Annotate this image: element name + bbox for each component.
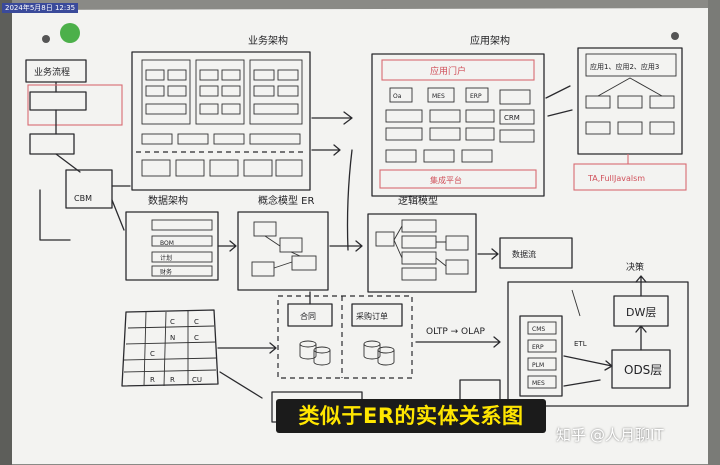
- watermark-handle: @人月聊IT: [590, 426, 664, 444]
- app-arch-title: 应用架构: [470, 34, 510, 47]
- concept-relations: [264, 235, 301, 269]
- app-cell-erp: ERP: [470, 93, 482, 100]
- arrow-biz-to-app-2: [311, 144, 341, 156]
- arrow-data-to-concept: [217, 240, 237, 252]
- warehouse-tick: [571, 289, 581, 317]
- magnet-pin: [671, 32, 679, 40]
- matrix-c1: C: [170, 318, 175, 326]
- zhihu-watermark: 知乎 @人月聊IT: [556, 424, 664, 445]
- oltp-olap-label: OLTP → OLAP: [426, 327, 486, 337]
- left-connector: [55, 153, 81, 173]
- top-right-links: [597, 77, 663, 97]
- crud-matrix: [121, 309, 219, 387]
- business-arch-title: 业务架构: [248, 34, 288, 47]
- app-portal-label: 应用门户: [430, 65, 466, 77]
- business-arch-box: [131, 51, 311, 191]
- data-flow-label: 数据流: [512, 249, 536, 259]
- matrix-c4: C: [150, 350, 155, 358]
- source-plm: PLM: [532, 362, 544, 369]
- source-cms: CMS: [532, 326, 545, 333]
- arrow-matrix-right: [217, 342, 277, 354]
- data-row-finance: 财务: [160, 268, 172, 276]
- decision-label: 决策: [626, 261, 644, 273]
- board-frame-right: [708, 0, 720, 465]
- arrow-dw-decision: [635, 275, 647, 297]
- left-branch: [39, 189, 71, 241]
- left-box-top-label: 业务流程: [34, 66, 70, 78]
- watermark-brand: 知乎: [556, 426, 587, 444]
- logic-model-box: [367, 213, 477, 293]
- app-cells: [385, 87, 535, 163]
- pink-note: TA,FullJavalsm: [587, 174, 645, 183]
- arrow-app-right: [545, 85, 571, 99]
- ods-label: ODS层: [624, 363, 662, 377]
- pink-note-box: [573, 163, 687, 191]
- arrow-biz-to-app: [311, 111, 353, 125]
- matrix-r2: R: [170, 376, 175, 384]
- integration-label: 集成平台: [430, 175, 462, 185]
- arrow-matrix-down: [219, 371, 263, 399]
- dw-label: DW层: [626, 306, 656, 319]
- data-arch-rows: [151, 219, 213, 277]
- arrow-down-long: [346, 149, 353, 251]
- biz-col-2: [195, 59, 245, 125]
- top-right-label: 应用1、应用2、应用3: [590, 62, 659, 71]
- arrow-oltp-olap: [415, 336, 501, 348]
- data-row-plan: 计划: [160, 254, 172, 262]
- left-box-3: [29, 133, 75, 155]
- integration-box: [379, 169, 537, 189]
- cbm-label: CBM: [74, 194, 92, 203]
- app-cell-mes: MES: [432, 93, 445, 100]
- data-arch-title: 数据架构: [148, 194, 188, 207]
- matrix-n: N: [170, 334, 175, 342]
- data-row-bom: BOM: [160, 240, 174, 247]
- arrow-source-low: [563, 379, 601, 387]
- magnet-pin: [42, 35, 50, 43]
- logic-entities: [375, 219, 469, 281]
- warehouse-box: [507, 281, 689, 407]
- etl-label: ETL: [574, 340, 587, 348]
- matrix-cu: CU: [192, 376, 202, 384]
- app-portal-box: [381, 59, 535, 81]
- purchase-order-label: 采购订单: [356, 311, 388, 321]
- data-flow-box: [499, 237, 573, 269]
- concept-model-box: [237, 211, 329, 291]
- purchase-order-box: [351, 303, 403, 327]
- arrow-logic-to-flow: [477, 248, 499, 260]
- source-erp: ERP: [532, 344, 544, 351]
- db-cylinders: [299, 340, 395, 366]
- biz-col-3: [249, 59, 303, 125]
- top-right-header: [585, 53, 677, 77]
- subtitle-caption: 类似于ER的实体关系图: [276, 399, 546, 433]
- arrow-app-right-2: [547, 109, 573, 117]
- dashed-group: [277, 295, 413, 379]
- logic-model-title: 逻辑模型: [398, 194, 438, 207]
- cbm-box: [65, 169, 113, 209]
- source-mes: MES: [532, 380, 545, 387]
- concept-model-title: 概念模型 ER: [258, 194, 314, 207]
- biz-cells: [141, 69, 303, 177]
- left-box-2: [29, 91, 87, 111]
- matrix-r1: R: [150, 376, 155, 384]
- source-stack: [519, 315, 563, 397]
- source-systems: [527, 321, 557, 389]
- left-red-frame: [27, 84, 123, 126]
- cbm-to-data: [111, 199, 125, 231]
- whiteboard-surface: [4, 8, 716, 464]
- matrix-c2: C: [194, 318, 199, 326]
- board-frame-left: [0, 0, 12, 465]
- logic-relations: [393, 225, 447, 267]
- biz-col-1: [141, 59, 191, 125]
- timestamp-overlay: 2024年5月8日 12:35: [2, 3, 79, 13]
- app-cell-oa: Oa: [393, 93, 402, 100]
- contract-label: 合同: [300, 311, 316, 321]
- magnet-green: [60, 23, 80, 43]
- arrow-concept-to-logic: [329, 240, 363, 252]
- top-right-box: [577, 47, 683, 155]
- app-arch-box: [371, 53, 545, 197]
- matrix-c3: C: [194, 334, 199, 342]
- app-cell-crm: CRM: [504, 114, 520, 122]
